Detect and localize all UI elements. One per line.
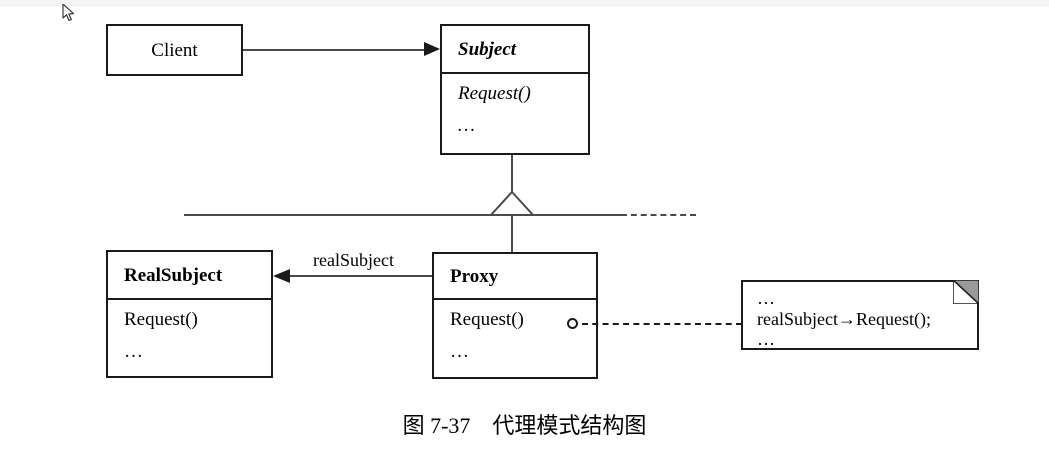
note-folded-corner-icon	[953, 280, 979, 304]
class-divider-proxy	[434, 298, 596, 300]
association-client-subject-line	[243, 49, 426, 51]
uml-note[interactable]: … realSubject→Request(); …	[741, 280, 979, 350]
class-members-realsubject: Request() …	[108, 300, 271, 361]
class-member: …	[450, 341, 471, 362]
generalization-bar-dashed	[621, 214, 696, 216]
class-box-realsubject[interactable]: RealSubject Request() …	[106, 250, 273, 378]
arrowhead-icon-proxy-realsubject	[273, 269, 290, 283]
note-line: …	[757, 329, 777, 350]
class-name-proxy: Proxy	[450, 265, 499, 287]
class-member: …	[458, 115, 477, 136]
class-name-realsubject: RealSubject	[124, 264, 223, 286]
class-members-subject: Request() …	[442, 74, 588, 135]
class-box-client[interactable]: Client	[106, 24, 243, 76]
arrowhead-icon-client-subject	[424, 42, 440, 56]
generalization-triangle-icon	[490, 191, 534, 216]
mouse-pointer-icon	[62, 4, 75, 22]
generalization-bar-solid	[184, 214, 621, 216]
class-divider-realsubject	[108, 298, 271, 300]
figure-caption: 图 7-37 代理模式结构图	[402, 413, 647, 438]
class-member: Request()	[450, 309, 524, 330]
viewport-top-strip	[0, 0, 1049, 6]
association-label-realsubject: realSubject	[313, 250, 394, 270]
association-proxy-realsubject-line	[288, 275, 434, 277]
class-member: Request()	[124, 309, 198, 330]
generalization-stem-subject	[511, 155, 513, 193]
class-name-subject: Subject	[458, 38, 517, 60]
note-line: realSubject→Request();	[757, 308, 931, 329]
class-name-client: Client	[151, 39, 198, 61]
class-divider-subject	[442, 72, 588, 74]
class-box-proxy[interactable]: Proxy Request() …	[432, 252, 598, 379]
note-leader-dashed-line	[582, 323, 742, 325]
class-member: Request()	[458, 83, 531, 104]
note-anchor-circle-icon	[567, 318, 578, 329]
class-member: …	[124, 341, 145, 362]
class-members-proxy: Request() …	[434, 300, 596, 361]
class-box-subject[interactable]: Subject Request() …	[440, 24, 590, 155]
note-line: …	[757, 288, 777, 308]
generalization-stem-proxy	[511, 214, 513, 253]
